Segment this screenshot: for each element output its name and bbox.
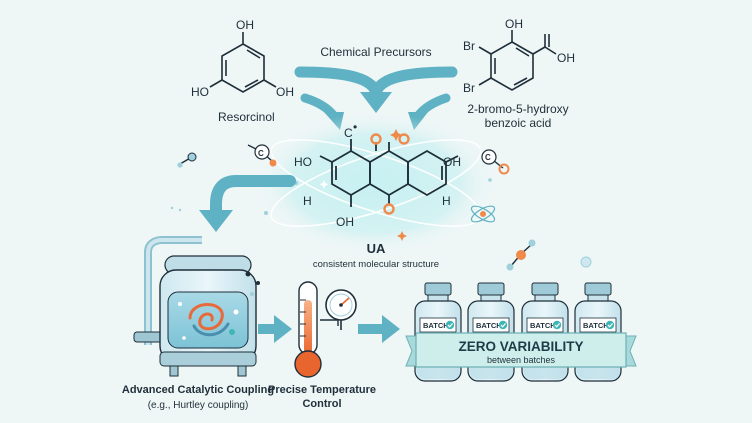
check-icon	[552, 320, 562, 330]
ua-atom-ho: HO	[294, 155, 312, 169]
precursors-header: Chemical Precursors	[320, 45, 431, 59]
molecule-decoration-left	[177, 152, 197, 168]
temperature-label-line1: Precise Temperature	[268, 384, 376, 396]
acid-oh-top: OH	[505, 17, 523, 31]
zero-variability-banner	[405, 332, 637, 368]
product-glow	[256, 113, 496, 253]
product-name: UA	[367, 241, 386, 256]
batch-label: BATCH	[476, 321, 502, 330]
ua-oxygen-bottom	[383, 203, 395, 215]
ua-atom-h-right: H	[442, 194, 451, 208]
resorcinol-ho-left: HO	[191, 85, 209, 99]
batch-label: BATCH	[583, 321, 609, 330]
ua-atom-c-charge: •	[353, 120, 357, 134]
arrow-to-batches	[358, 315, 400, 343]
svg-text:C: C	[485, 153, 491, 162]
pressure-gauge-icon	[320, 289, 357, 330]
molecule-decoration-right	[506, 239, 592, 271]
atom-icon	[470, 205, 496, 223]
ua-oxygen-top-left	[370, 133, 382, 145]
acid-label-line2: benzoic acid	[485, 116, 552, 130]
ua-atom-oh-bottom: OH	[336, 215, 354, 229]
coupling-label-line1: Advanced Catalytic Coupling	[122, 384, 274, 396]
batch-label: BATCH	[423, 321, 449, 330]
arrow-to-temperature	[258, 315, 292, 343]
molecule-decoration-carbon-left: C	[247, 144, 277, 167]
batch-label-tag	[579, 317, 617, 333]
ua-atom-oh-right: OH	[443, 155, 461, 169]
molecule-decoration-carbon-right: C	[481, 149, 510, 175]
acid-carboxyl-oh: OH	[557, 51, 575, 65]
coupling-label-line2: (e.g., Hurtley coupling)	[148, 400, 249, 411]
reactor-illustration	[133, 236, 260, 377]
banner-title: ZERO VARIABILITY	[458, 339, 583, 354]
check-icon	[605, 320, 615, 330]
batch-label-tag	[526, 317, 564, 333]
check-icon	[445, 320, 455, 330]
product-caption: consistent molecular structure	[313, 259, 439, 270]
batch-label: BATCH	[530, 321, 556, 330]
ua-atom-h-left: H	[303, 194, 312, 208]
resorcinol-oh-right: OH	[276, 85, 294, 99]
svg-text:C: C	[258, 149, 264, 158]
batch-label-tag	[419, 317, 457, 333]
acid-label-line1: 2-bromo-5-hydroxy	[467, 102, 568, 116]
batch-label-tag	[472, 317, 510, 333]
resorcinol-structure	[209, 32, 277, 93]
ua-atom-c: C	[344, 126, 353, 140]
acid-br-top: Br	[463, 39, 475, 53]
resorcinol-oh-top: OH	[236, 18, 254, 32]
sparkle-icons	[319, 129, 407, 241]
banner-subtitle: between batches	[487, 355, 556, 365]
ua-structure	[319, 139, 459, 207]
arrow-to-reactor	[199, 175, 296, 232]
resorcinol-label: Resorcinol	[218, 110, 275, 124]
temperature-label-line2: Control	[302, 398, 341, 410]
thermometer-icon	[294, 281, 322, 378]
bromo-acid-structure	[478, 30, 557, 91]
acid-br-bottom: Br	[463, 81, 475, 95]
check-icon	[498, 320, 508, 330]
ua-oxygen-top-right	[398, 133, 410, 145]
